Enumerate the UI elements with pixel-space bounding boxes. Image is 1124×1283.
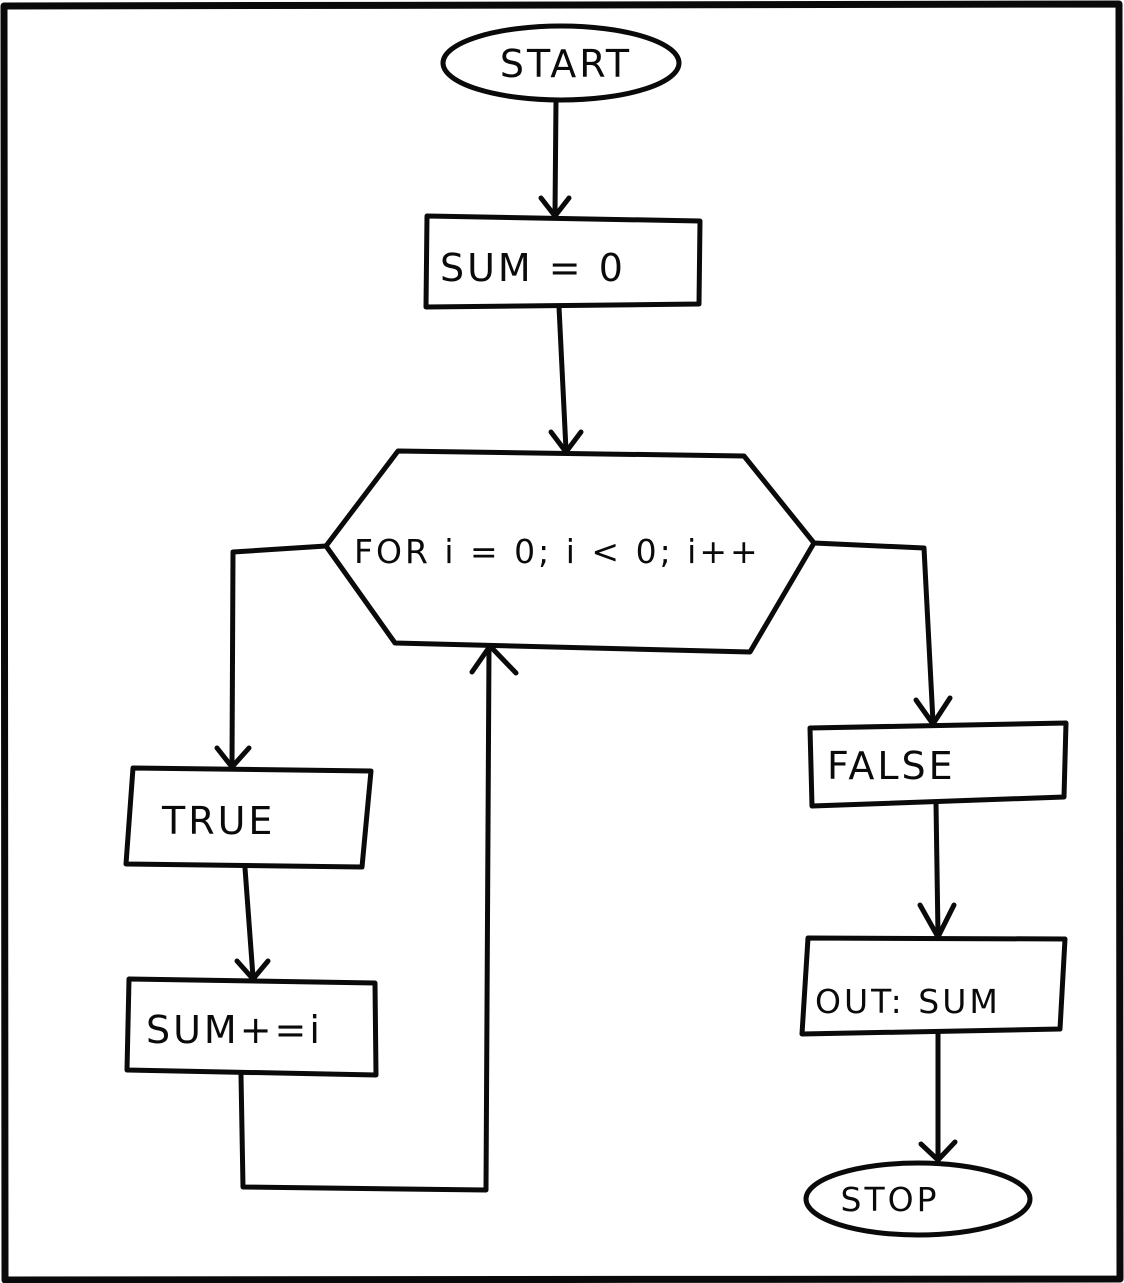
connector-line	[238, 645, 492, 1193]
start-node: START	[440, 23, 682, 103]
edge-true-to-add	[234, 865, 271, 982]
connector-line	[811, 540, 936, 725]
for-loop-node: FOR i = 0; i < 0; i++	[323, 448, 817, 655]
edge-init-to-for	[548, 304, 584, 455]
add-sum-box	[124, 976, 379, 1078]
edge-add-to-for	[238, 643, 519, 1193]
output-sum-box	[799, 935, 1068, 1037]
edge-for-to-false	[811, 540, 953, 727]
output-sum-node: OUT: SUM	[799, 935, 1068, 1037]
stop-node: STOP	[803, 1160, 1033, 1238]
false-label: FALSE	[827, 744, 956, 788]
init-sum-box	[423, 213, 703, 310]
for-loop-label: FOR i = 0; i < 0; i++	[354, 532, 761, 571]
init-sum-label: SUM = 0	[440, 246, 626, 290]
init-sum-node: SUM = 0	[423, 213, 703, 310]
connector-line	[229, 543, 329, 768]
edge-start-to-init	[538, 97, 572, 219]
connector-line	[242, 865, 256, 980]
true-box	[123, 765, 374, 870]
edge-false-to-output	[917, 800, 957, 940]
arrowhead	[918, 1139, 958, 1163]
false-box	[807, 720, 1069, 809]
true-node: TRUE	[123, 765, 374, 870]
arrowhead	[469, 643, 519, 676]
output-sum-label: OUT: SUM	[815, 982, 1001, 1021]
connector-line	[552, 97, 559, 217]
connector-line	[556, 304, 569, 453]
connector-line	[933, 800, 941, 938]
add-sum-node: SUM+=i	[124, 976, 379, 1078]
stop-terminal-shape	[803, 1160, 1033, 1238]
false-node: FALSE	[807, 720, 1069, 809]
true-label: TRUE	[161, 799, 275, 843]
edge-for-to-true	[214, 543, 329, 770]
edge-output-to-stop	[918, 1031, 958, 1163]
stop-label: STOP	[841, 1180, 940, 1219]
add-sum-label: SUM+=i	[146, 1008, 323, 1052]
start-label: START	[500, 42, 632, 86]
start-terminal-shape	[440, 23, 682, 103]
